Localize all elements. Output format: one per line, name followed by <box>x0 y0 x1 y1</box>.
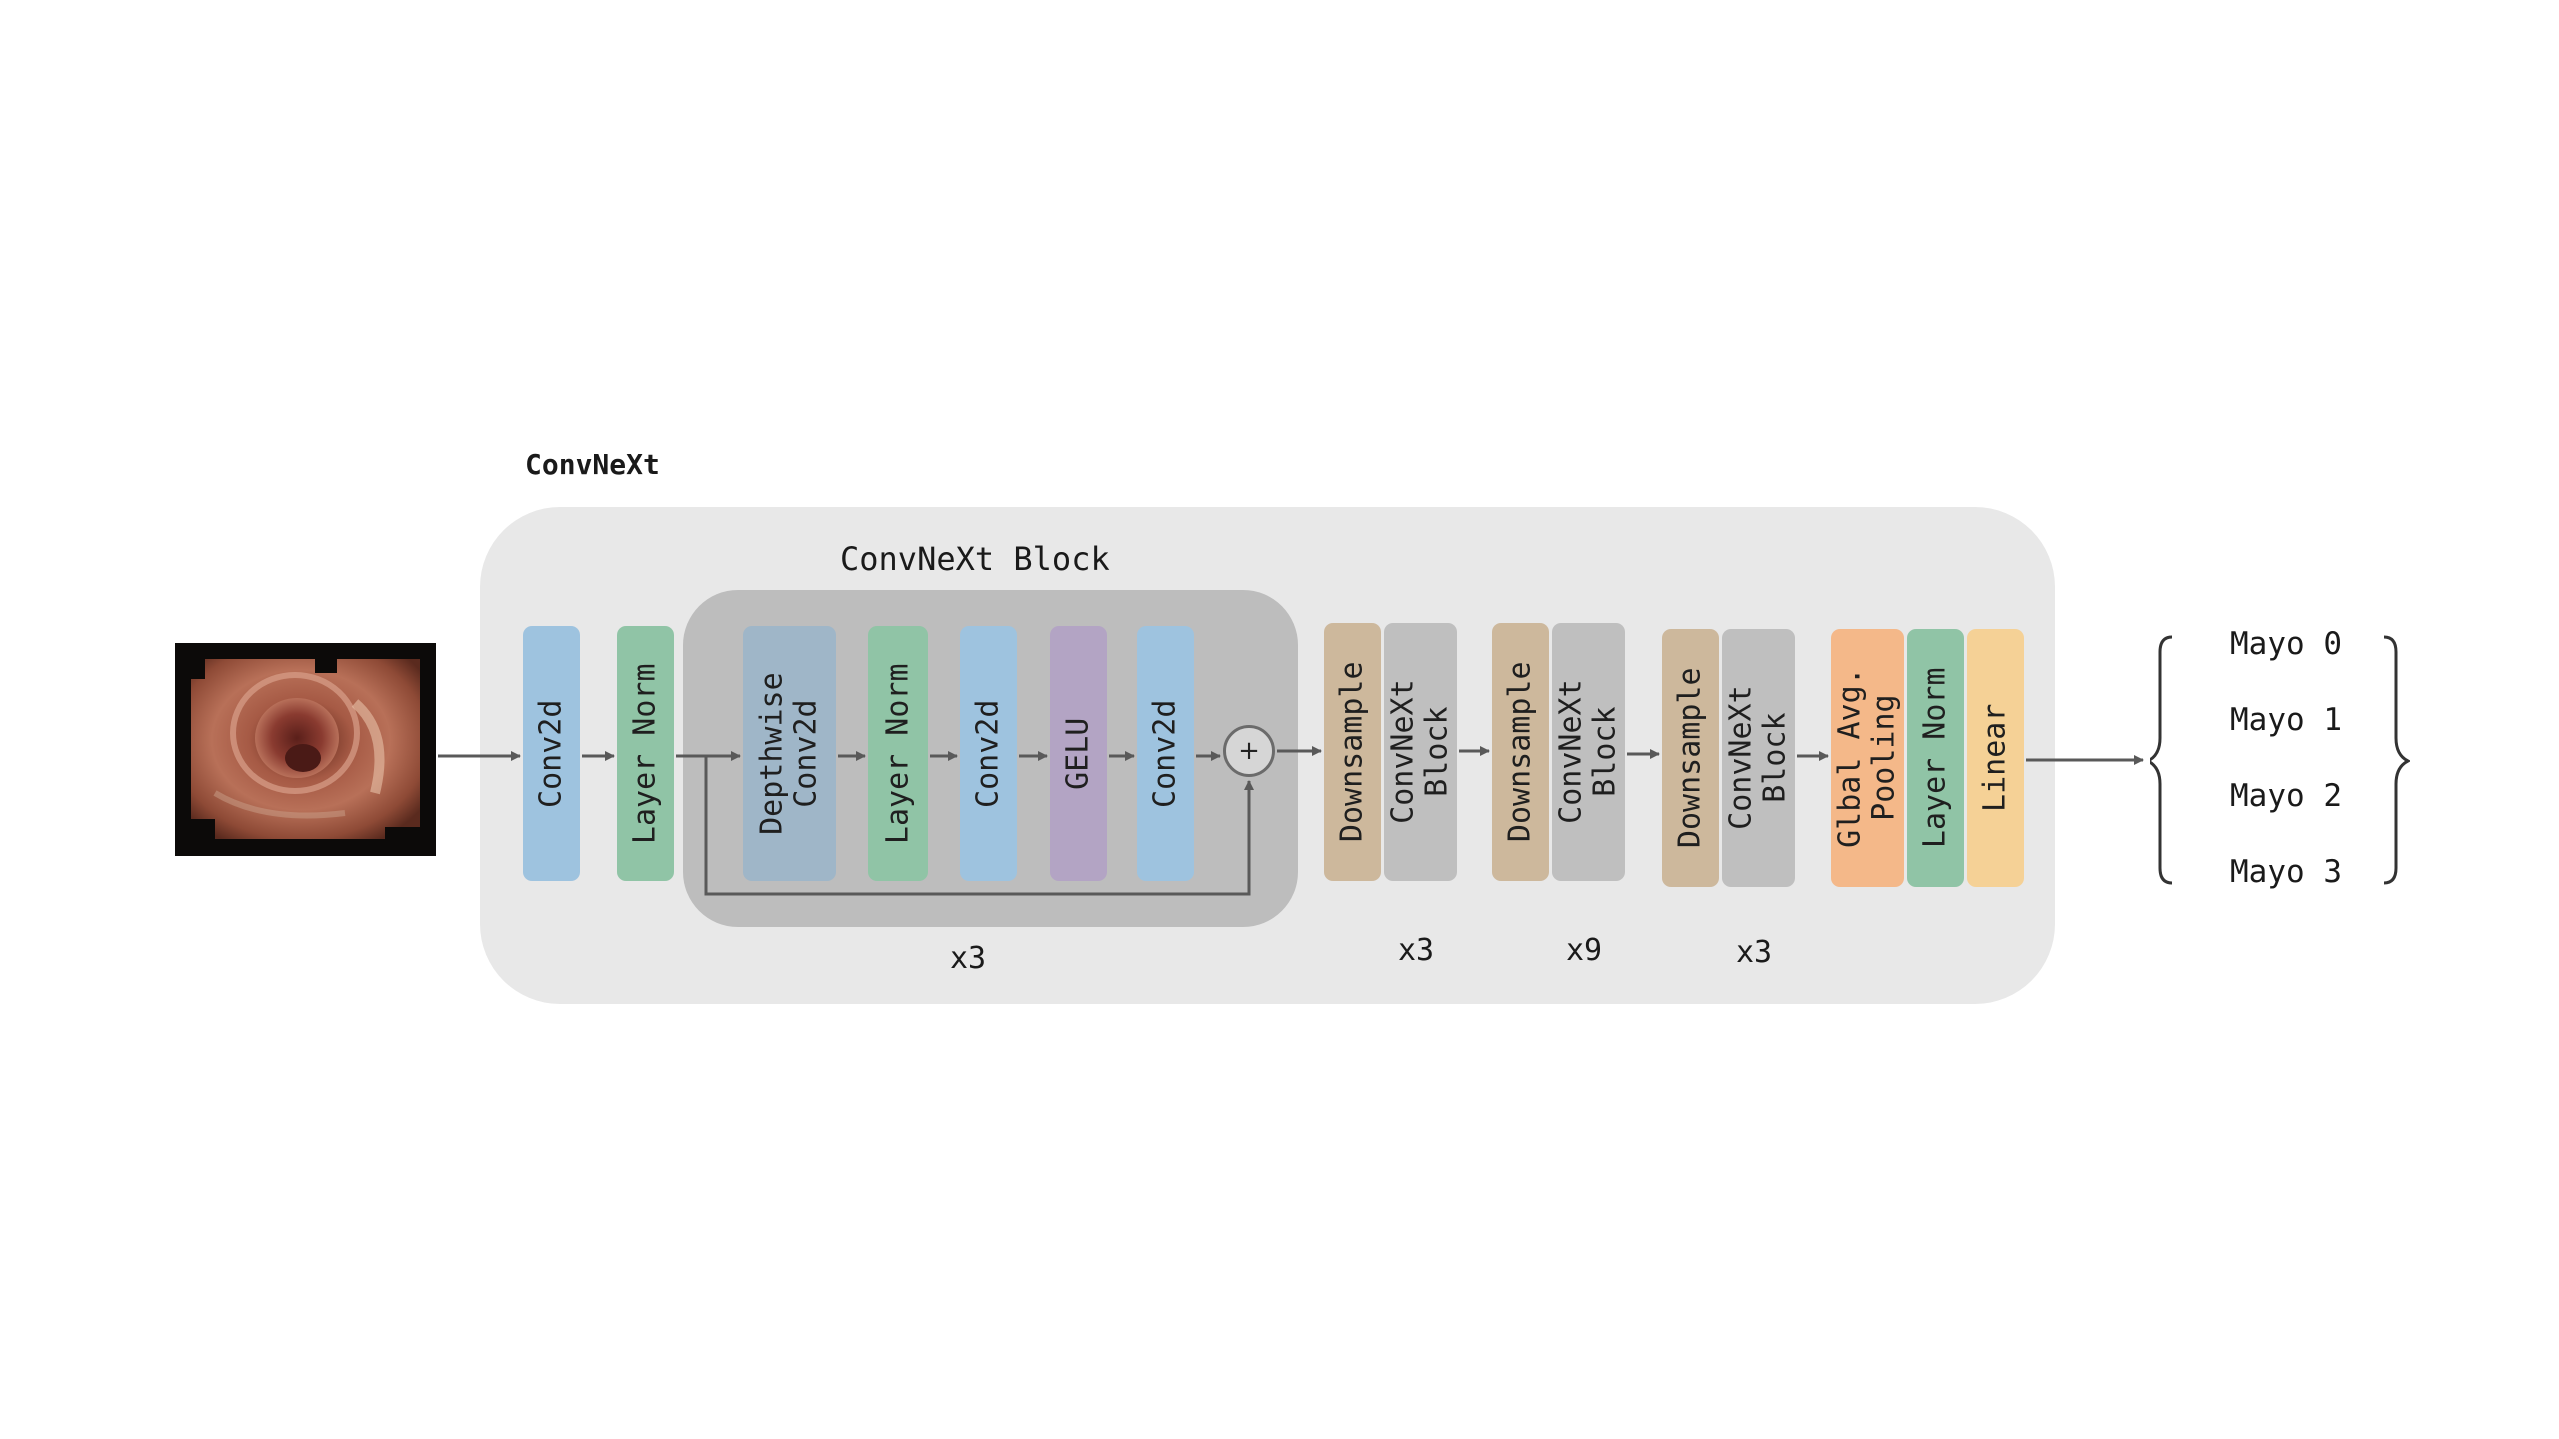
stage2-repeat-label: x9 <box>1566 933 1603 968</box>
output-class-item: Mayo 3 <box>2230 854 2342 890</box>
add-symbol: + <box>1238 736 1260 766</box>
output-class-item: Mayo 1 <box>2230 702 2342 738</box>
block-layer-norm: Layer Norm <box>868 626 928 881</box>
block-conv2d-2: Conv2d <box>1137 626 1194 881</box>
block-conv2d-1: Conv2d <box>960 626 1017 881</box>
stage3-convnext-block: ConvNeXt Block <box>1722 629 1795 887</box>
depthwise-conv2d: Depthwise Conv2d <box>743 626 836 881</box>
output-class-item: Mayo 2 <box>2230 778 2342 814</box>
global-avg-pooling: Glbal Avg. Pooling <box>1831 629 1904 887</box>
stage1-downsample: Downsample <box>1324 623 1381 881</box>
residual-add-node: + <box>1223 725 1275 777</box>
linear: Linear <box>1967 629 2024 887</box>
residual-skip-connection <box>704 756 1254 896</box>
stage2-convnext-block: ConvNeXt Block <box>1552 623 1625 881</box>
convnext-block-title: ConvNeXt Block <box>840 540 1110 578</box>
gelu: GELU <box>1050 626 1107 881</box>
stem-conv2d: Conv2d <box>523 626 580 881</box>
endoscopy-image-icon <box>175 643 436 856</box>
stage1-repeat-label: x3 <box>1398 933 1435 968</box>
input-image <box>175 643 436 856</box>
output-classes: Mayo 0 Mayo 1 Mayo 2 Mayo 3 <box>2150 620 2410 890</box>
stage3-repeat-label: x3 <box>1736 935 1773 970</box>
block-repeat-label: x3 <box>950 941 987 976</box>
stage2-downsample: Downsample <box>1492 623 1549 881</box>
output-braces <box>2150 635 2410 885</box>
stem-layer-norm: Layer Norm <box>617 626 674 881</box>
diagram-title: ConvNeXt <box>525 448 660 481</box>
head-layer-norm: Layer Norm <box>1907 629 1964 887</box>
stage1-convnext-block: ConvNeXt Block <box>1384 623 1457 881</box>
stage3-downsample: Downsample <box>1662 629 1719 887</box>
output-class-item: Mayo 0 <box>2230 626 2342 662</box>
